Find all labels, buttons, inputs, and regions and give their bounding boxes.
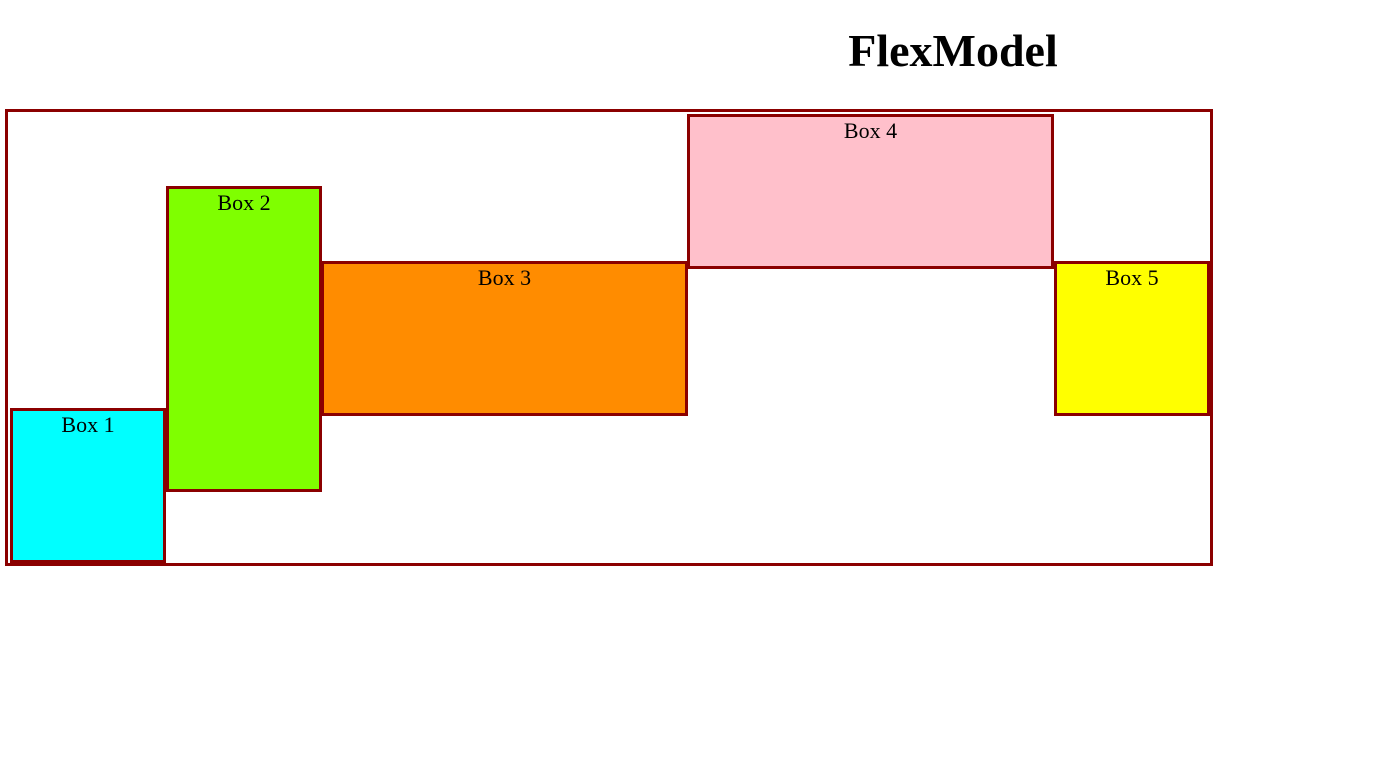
box-4: Box 4 (687, 114, 1054, 269)
box-4-label: Box 4 (843, 118, 898, 143)
box-3-label: Box 3 (477, 265, 532, 290)
title-area: FlexModel (0, 0, 1388, 100)
box-5-label: Box 5 (1105, 265, 1159, 290)
box-2-label: Box 2 (217, 190, 271, 215)
box-1-label: Box 1 (61, 412, 115, 437)
box-5: Box 5 (1054, 261, 1210, 416)
page-title: FlexModel (848, 25, 1058, 76)
box-2: Box 2 (166, 186, 322, 492)
box-3: Box 3 (321, 261, 688, 416)
box-1: Box 1 (10, 408, 166, 563)
flex-container: Box 1 Box 2 Box 3 Box 4 Box 5 (5, 109, 1213, 566)
